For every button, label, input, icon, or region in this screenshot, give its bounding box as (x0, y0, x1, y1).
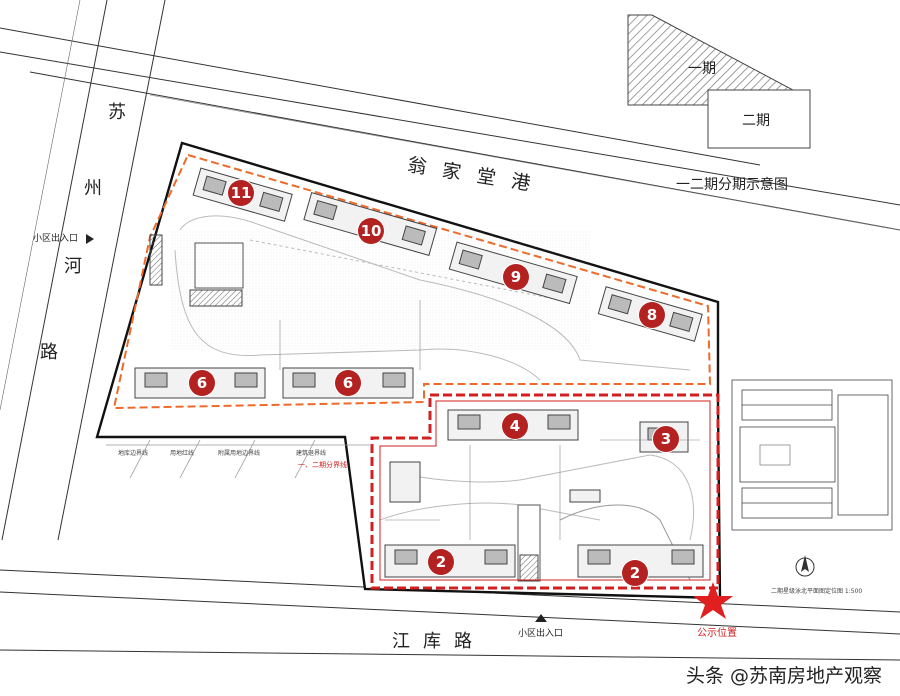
building-2a-badge: 2 (428, 549, 454, 575)
west-road-band (0, 0, 166, 541)
south-entrance-label: 小区出入口 (518, 629, 564, 639)
phase1-label: 一期 (688, 61, 716, 77)
building-4-badge: 4 (502, 413, 528, 439)
legend-red-line: 用地红线 (170, 450, 195, 457)
ramp-hatch (519, 554, 539, 582)
neighbor-caption: 二期星级泳北平面图定位图 1:500 (771, 588, 863, 595)
phase-inset-caption: 一二期分期示意图 (676, 177, 788, 193)
phase2-label: 二期 (742, 113, 770, 129)
publicity-label: 公示位置 (697, 628, 737, 639)
dimension-lines (279, 300, 700, 540)
south-entrance-marker (535, 614, 547, 622)
west-road-char-1: 苏 (108, 102, 126, 123)
building-8-badge: 8 (639, 302, 665, 328)
hatched-block (189, 289, 243, 307)
publicity-star (693, 582, 733, 619)
south-road-label: 江库路 (392, 631, 485, 652)
building-11-badge: 11 (228, 180, 254, 206)
phase-boundary (370, 393, 720, 590)
building-2b-badge: 2 (622, 560, 648, 586)
phase-boundary-inner (379, 400, 711, 581)
legend-garage-boundary: 地库边界线 (118, 450, 149, 457)
west-road-char-3: 河 (64, 256, 82, 277)
watermark: 头条 @苏南房地产观察 (685, 665, 882, 687)
building-6a-badge: 6 (189, 370, 215, 396)
club-house (194, 242, 244, 289)
garage-ramp (149, 234, 163, 286)
west-road-char-2: 州 (84, 178, 102, 199)
legend-phase-line: 一、二期分界线 (298, 461, 347, 469)
west-entrance-marker (86, 234, 94, 244)
phase-inset (627, 14, 811, 149)
west-entrance-label: 小区出入口 (33, 234, 79, 244)
building-6b-badge: 6 (335, 370, 361, 396)
legend-auxiliary-boundary: 附属用地边界线 (218, 450, 261, 457)
legend-lines (106, 439, 372, 479)
building-9-badge: 9 (503, 264, 529, 290)
legend-setback-line: 建筑退界线 (296, 450, 327, 457)
setback-line (112, 153, 712, 410)
building-10-badge: 10 (358, 218, 384, 244)
building-3-badge: 3 (653, 426, 679, 452)
neighbor-school (731, 379, 893, 531)
north-arrow (795, 555, 815, 577)
west-road-char-4: 路 (40, 342, 58, 363)
